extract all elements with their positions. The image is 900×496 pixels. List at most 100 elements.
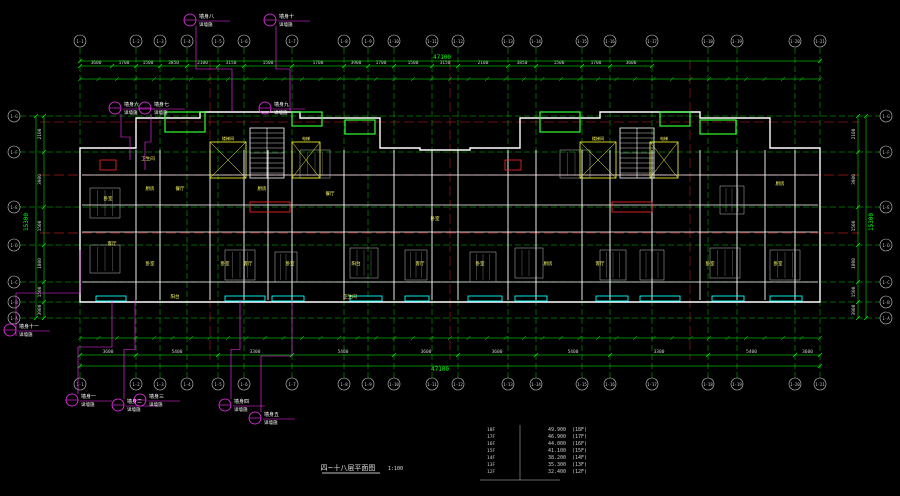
- dim-label: 2100: [197, 60, 208, 66]
- dim-tick: [244, 335, 249, 341]
- axis-label-row: 1-G: [882, 114, 890, 119]
- elevation-index: 15F: [487, 448, 495, 454]
- dim-label: 1800: [37, 258, 43, 269]
- balcony-outline: [344, 119, 376, 135]
- elevation-floor: (18F): [572, 427, 587, 433]
- axis-bubble-left: 1-E: [7, 200, 21, 214]
- axis-bubble-left: 1-A: [7, 311, 21, 325]
- dim-label: 3900: [351, 60, 362, 66]
- dim-label: 3600: [802, 349, 813, 355]
- furniture: [404, 249, 428, 281]
- window: [595, 295, 629, 302]
- balcony-outline: [539, 111, 581, 133]
- axis-bubble-top: 1-11: [425, 34, 439, 48]
- dim-tick: [558, 335, 564, 341]
- dim-label: 1800: [851, 258, 857, 269]
- elevation-index: 12F: [487, 469, 495, 475]
- dim-label: 3850: [517, 60, 528, 66]
- dim-tick: [780, 335, 786, 341]
- axis-label-row: 1-D: [882, 243, 890, 248]
- dim-tick: [688, 335, 693, 341]
- room-label: 卧室: [104, 195, 113, 202]
- axis-label-bottom: 1-3: [156, 382, 164, 387]
- axis-label-top: 1-5: [214, 39, 222, 44]
- axis-label-top: 1-6: [240, 39, 248, 44]
- overall-width-top: 47100: [433, 54, 451, 61]
- dim-tick: [455, 352, 461, 358]
- dim-label: 1700: [376, 60, 387, 66]
- dim-tick: [632, 335, 638, 341]
- dim-label: 2100: [851, 128, 857, 139]
- axis-label-top: 1-3: [156, 39, 164, 44]
- dim-tick: [855, 299, 861, 305]
- detail-callout-ref: 详墙施: [234, 406, 248, 413]
- axis-label-top: 1-12: [453, 39, 463, 44]
- axis-label-bottom: 1-13: [503, 382, 513, 387]
- dim-tick: [855, 204, 861, 210]
- dim-tick: [521, 335, 527, 341]
- dim-tick: [410, 76, 416, 82]
- detail-callout-ref: 详墙施: [19, 331, 33, 338]
- axis-bubble-top: 1-18: [701, 34, 715, 48]
- elevation-value: 49.900: [548, 427, 566, 433]
- dim-label: 3300: [654, 349, 665, 355]
- dim-tick: [725, 335, 730, 341]
- elevation-index: 17F: [487, 434, 495, 440]
- dim-tick: [817, 76, 823, 82]
- axis-label-top: 1-1: [76, 39, 84, 44]
- axis-bubble-left: 1-G: [7, 109, 21, 123]
- furniture: [89, 244, 121, 274]
- overall-width-bottom: 47100: [431, 366, 449, 373]
- leader-line: [260, 300, 293, 412]
- dim-tick: [77, 363, 83, 369]
- axis-label-bottom: 1-12: [453, 382, 463, 387]
- dim-tick: [215, 63, 221, 69]
- dim-tick: [336, 76, 342, 82]
- detail-callout-label: 墙身十一: [19, 323, 39, 330]
- axis-label-bottom: 1-21: [815, 382, 825, 387]
- axis-label-row: 1-E: [10, 205, 18, 210]
- axis-label-top: 1-7: [288, 39, 296, 44]
- dim-tick: [281, 76, 286, 82]
- dim-tick: [429, 63, 435, 69]
- axis-label-bottom: 1-6: [240, 382, 248, 387]
- dim-tick: [632, 76, 638, 82]
- dim-label: 1700: [591, 60, 602, 66]
- axis-label-bottom: 1-15: [577, 382, 587, 387]
- dim-tick: [429, 76, 434, 82]
- dim-label: 3900: [37, 304, 43, 315]
- balcony-outline: [291, 111, 323, 127]
- room-label: 阳台: [171, 293, 180, 300]
- core-label: 电梯: [660, 135, 668, 141]
- axis-label-bottom: 1-19: [732, 382, 742, 387]
- axis-label-top: 1-4: [183, 39, 191, 44]
- axis-bubble-right: 1-E: [879, 200, 893, 214]
- detail-callout-label: 墙身十: [279, 13, 294, 20]
- axis-label-row: 1-F: [10, 150, 18, 155]
- axis-label-bottom: 1-8: [340, 382, 348, 387]
- furniture: [639, 249, 665, 281]
- dim-tick: [577, 76, 582, 82]
- detail-callout-label: 墙身八: [199, 13, 214, 20]
- elevation-value: 46.900: [548, 434, 566, 440]
- drawing-title-block: 四~十八层平面图 1:100: [321, 463, 403, 474]
- axis-bubble-bottom: 1-4: [180, 377, 194, 391]
- elevation-value: 38.200: [548, 455, 566, 461]
- furniture: [559, 149, 591, 179]
- dim-tick: [41, 279, 47, 285]
- elevator-shaft: 电梯: [649, 135, 679, 179]
- dim-tick: [863, 113, 869, 119]
- dim-tick: [170, 76, 175, 82]
- axis-bubble-bottom: 1-10: [387, 377, 401, 391]
- window: [95, 295, 127, 302]
- dim-tick: [817, 363, 823, 369]
- dim-tick: [607, 352, 613, 358]
- furniture: [224, 249, 256, 281]
- dim-tick: [151, 335, 157, 341]
- dim-tick: [792, 352, 798, 358]
- room-label: 厨房: [146, 185, 155, 192]
- window: [224, 295, 266, 302]
